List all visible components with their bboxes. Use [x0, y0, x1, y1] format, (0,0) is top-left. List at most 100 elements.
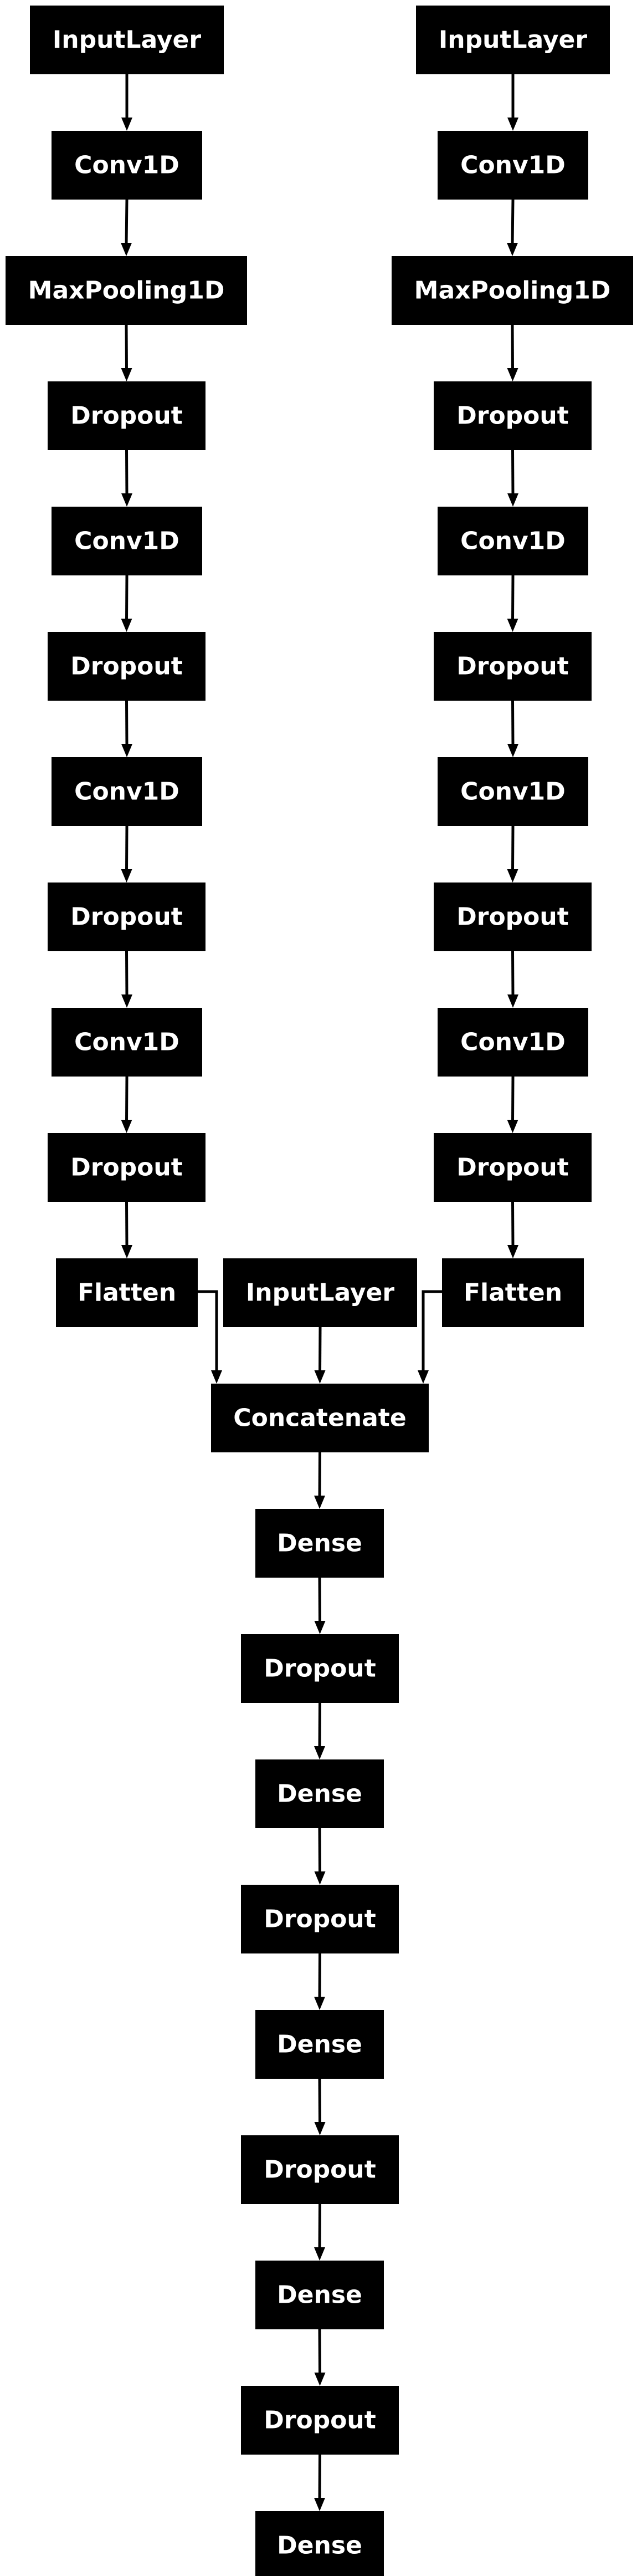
layer-label: Dense: [277, 2281, 362, 2309]
layer-box: [438, 507, 588, 575]
layer-box: [48, 1133, 206, 1202]
layer-box: [211, 1384, 429, 1452]
arrow-head-icon: [507, 869, 518, 883]
layer-label: Dropout: [70, 903, 183, 931]
edge-arrow-drop-mid-1-to-dense-2: [314, 1702, 325, 1759]
layer-node-conv-left-1: Conv1D: [52, 131, 202, 200]
layer-label: Dense: [277, 1529, 362, 1558]
edge-arrow-conv-right-1-to-pool-right: [507, 199, 518, 256]
edge-arrow-drop-right-2-to-conv-right-3: [507, 700, 518, 757]
layer-node-drop-left-2: Dropout: [48, 632, 206, 701]
arrow-head-icon: [507, 368, 518, 381]
layer-node-dense-4: Dense: [255, 2261, 384, 2329]
layer-box: [434, 632, 592, 701]
edge-line: [125, 324, 128, 371]
layer-node-drop-right-2: Dropout: [434, 632, 592, 701]
layer-label: Conv1D: [460, 778, 566, 806]
layer-node-concat: Concatenate: [211, 1384, 429, 1452]
edge-arrow-flatten-right-to-concat: [418, 1290, 442, 1384]
arrow-head-icon: [314, 1871, 326, 1885]
layer-node-input-right: InputLayer: [416, 6, 610, 74]
layer-node-input-middle: InputLayer: [223, 1258, 417, 1327]
arrow-head-icon: [507, 243, 518, 256]
arrow-head-icon: [121, 118, 132, 131]
edge-arrow-dense-2-to-drop-mid-2: [314, 1828, 326, 1885]
edge-arrow-drop-left-4-to-flatten-left: [121, 1201, 132, 1258]
edge-arrow-concat-to-dense-1: [314, 1452, 325, 1509]
layer-node-drop-left-3: Dropout: [48, 883, 206, 951]
layer-box: [52, 131, 202, 200]
layer-node-flatten-left: Flatten: [56, 1258, 198, 1327]
layer-node-drop-right-1: Dropout: [434, 381, 592, 450]
arrow-head-icon: [121, 619, 132, 632]
arrow-head-icon: [121, 869, 132, 883]
layer-node-pool-left: MaxPooling1D: [6, 256, 247, 325]
layer-label: Dense: [277, 1780, 362, 1808]
layer-label: Conv1D: [460, 1028, 566, 1057]
arrow-head-icon: [314, 2498, 325, 2511]
layer-label: Conv1D: [74, 151, 179, 180]
arrow-head-icon: [314, 1997, 325, 2010]
edge-arrow-drop-mid-2-to-dense-3: [314, 1953, 325, 2010]
layer-label: Dropout: [70, 402, 183, 430]
layer-node-input-left: InputLayer: [30, 6, 224, 74]
edge-line: [511, 199, 515, 246]
edge-arrow-drop-right-1-to-conv-right-2: [507, 450, 518, 507]
layer-label: InputLayer: [246, 1279, 394, 1307]
arrow-head-icon: [121, 994, 132, 1008]
layer-box: [416, 6, 610, 74]
layer-node-dense-5: Dense: [255, 2511, 384, 2576]
layer-node-conv-right-4: Conv1D: [438, 1008, 588, 1077]
layer-box: [255, 2511, 384, 2576]
arrow-head-icon: [314, 2247, 325, 2261]
arrow-head-icon: [507, 118, 518, 131]
layer-box: [255, 2010, 384, 2079]
layer-label: Dense: [277, 2532, 362, 2560]
arrow-head-icon: [314, 1621, 326, 1634]
edge-arrow-drop-left-3-to-conv-left-4: [121, 951, 132, 1008]
layer-node-conv-right-3: Conv1D: [438, 757, 588, 826]
layer-box: [6, 256, 247, 325]
layer-label: Dropout: [456, 652, 569, 681]
layer-node-dense-3: Dense: [255, 2010, 384, 2079]
layer-box: [438, 757, 588, 826]
layer-node-drop-right-4: Dropout: [434, 1133, 592, 1202]
layer-label: Flatten: [78, 1279, 176, 1307]
edge-arrow-dense-3-to-drop-mid-3: [314, 2078, 326, 2135]
layer-node-conv-right-2: Conv1D: [438, 507, 588, 575]
edge-arrow-pool-left-to-drop-left-1: [121, 324, 132, 381]
edge-line: [511, 324, 514, 371]
edge-line: [318, 1327, 322, 1373]
layer-label: Dropout: [70, 1154, 183, 1182]
arrow-head-icon: [507, 994, 518, 1008]
layer-node-drop-mid-3: Dropout: [241, 2135, 399, 2204]
arrow-head-icon: [121, 1120, 132, 1133]
layer-box: [255, 2261, 384, 2329]
arrow-head-icon: [507, 493, 518, 507]
layer-label: Dropout: [456, 402, 569, 430]
layer-label: Dropout: [264, 2406, 376, 2435]
layer-node-drop-left-4: Dropout: [48, 1133, 206, 1202]
edge-arrow-conv-right-4-to-drop-right-4: [507, 1076, 518, 1133]
layer-label: Flatten: [464, 1279, 562, 1307]
layer-box: [434, 1133, 592, 1202]
arrow-head-icon: [121, 744, 132, 757]
layer-box: [241, 2386, 399, 2455]
arrow-head-icon: [314, 1746, 325, 1759]
layer-label: Dropout: [70, 652, 183, 681]
layer-box: [434, 381, 592, 450]
layer-box: [56, 1258, 198, 1327]
arrow-head-icon: [507, 744, 518, 757]
layer-label: Dropout: [264, 1905, 376, 1934]
layer-label: Conv1D: [74, 778, 179, 806]
arrow-head-icon: [314, 2122, 326, 2135]
edge-arrow-drop-mid-3-to-dense-4: [314, 2203, 325, 2261]
edge-arrow-pool-right-to-drop-right-1: [507, 324, 518, 381]
edge-arrow-drop-right-3-to-conv-right-4: [507, 951, 518, 1008]
layer-node-conv-left-3: Conv1D: [52, 757, 202, 826]
layer-node-dense-1: Dense: [255, 1509, 384, 1578]
arrow-head-icon: [121, 243, 132, 256]
edge-line: [125, 199, 129, 246]
edge-arrow-drop-mid-4-to-dense-5: [314, 2454, 325, 2511]
